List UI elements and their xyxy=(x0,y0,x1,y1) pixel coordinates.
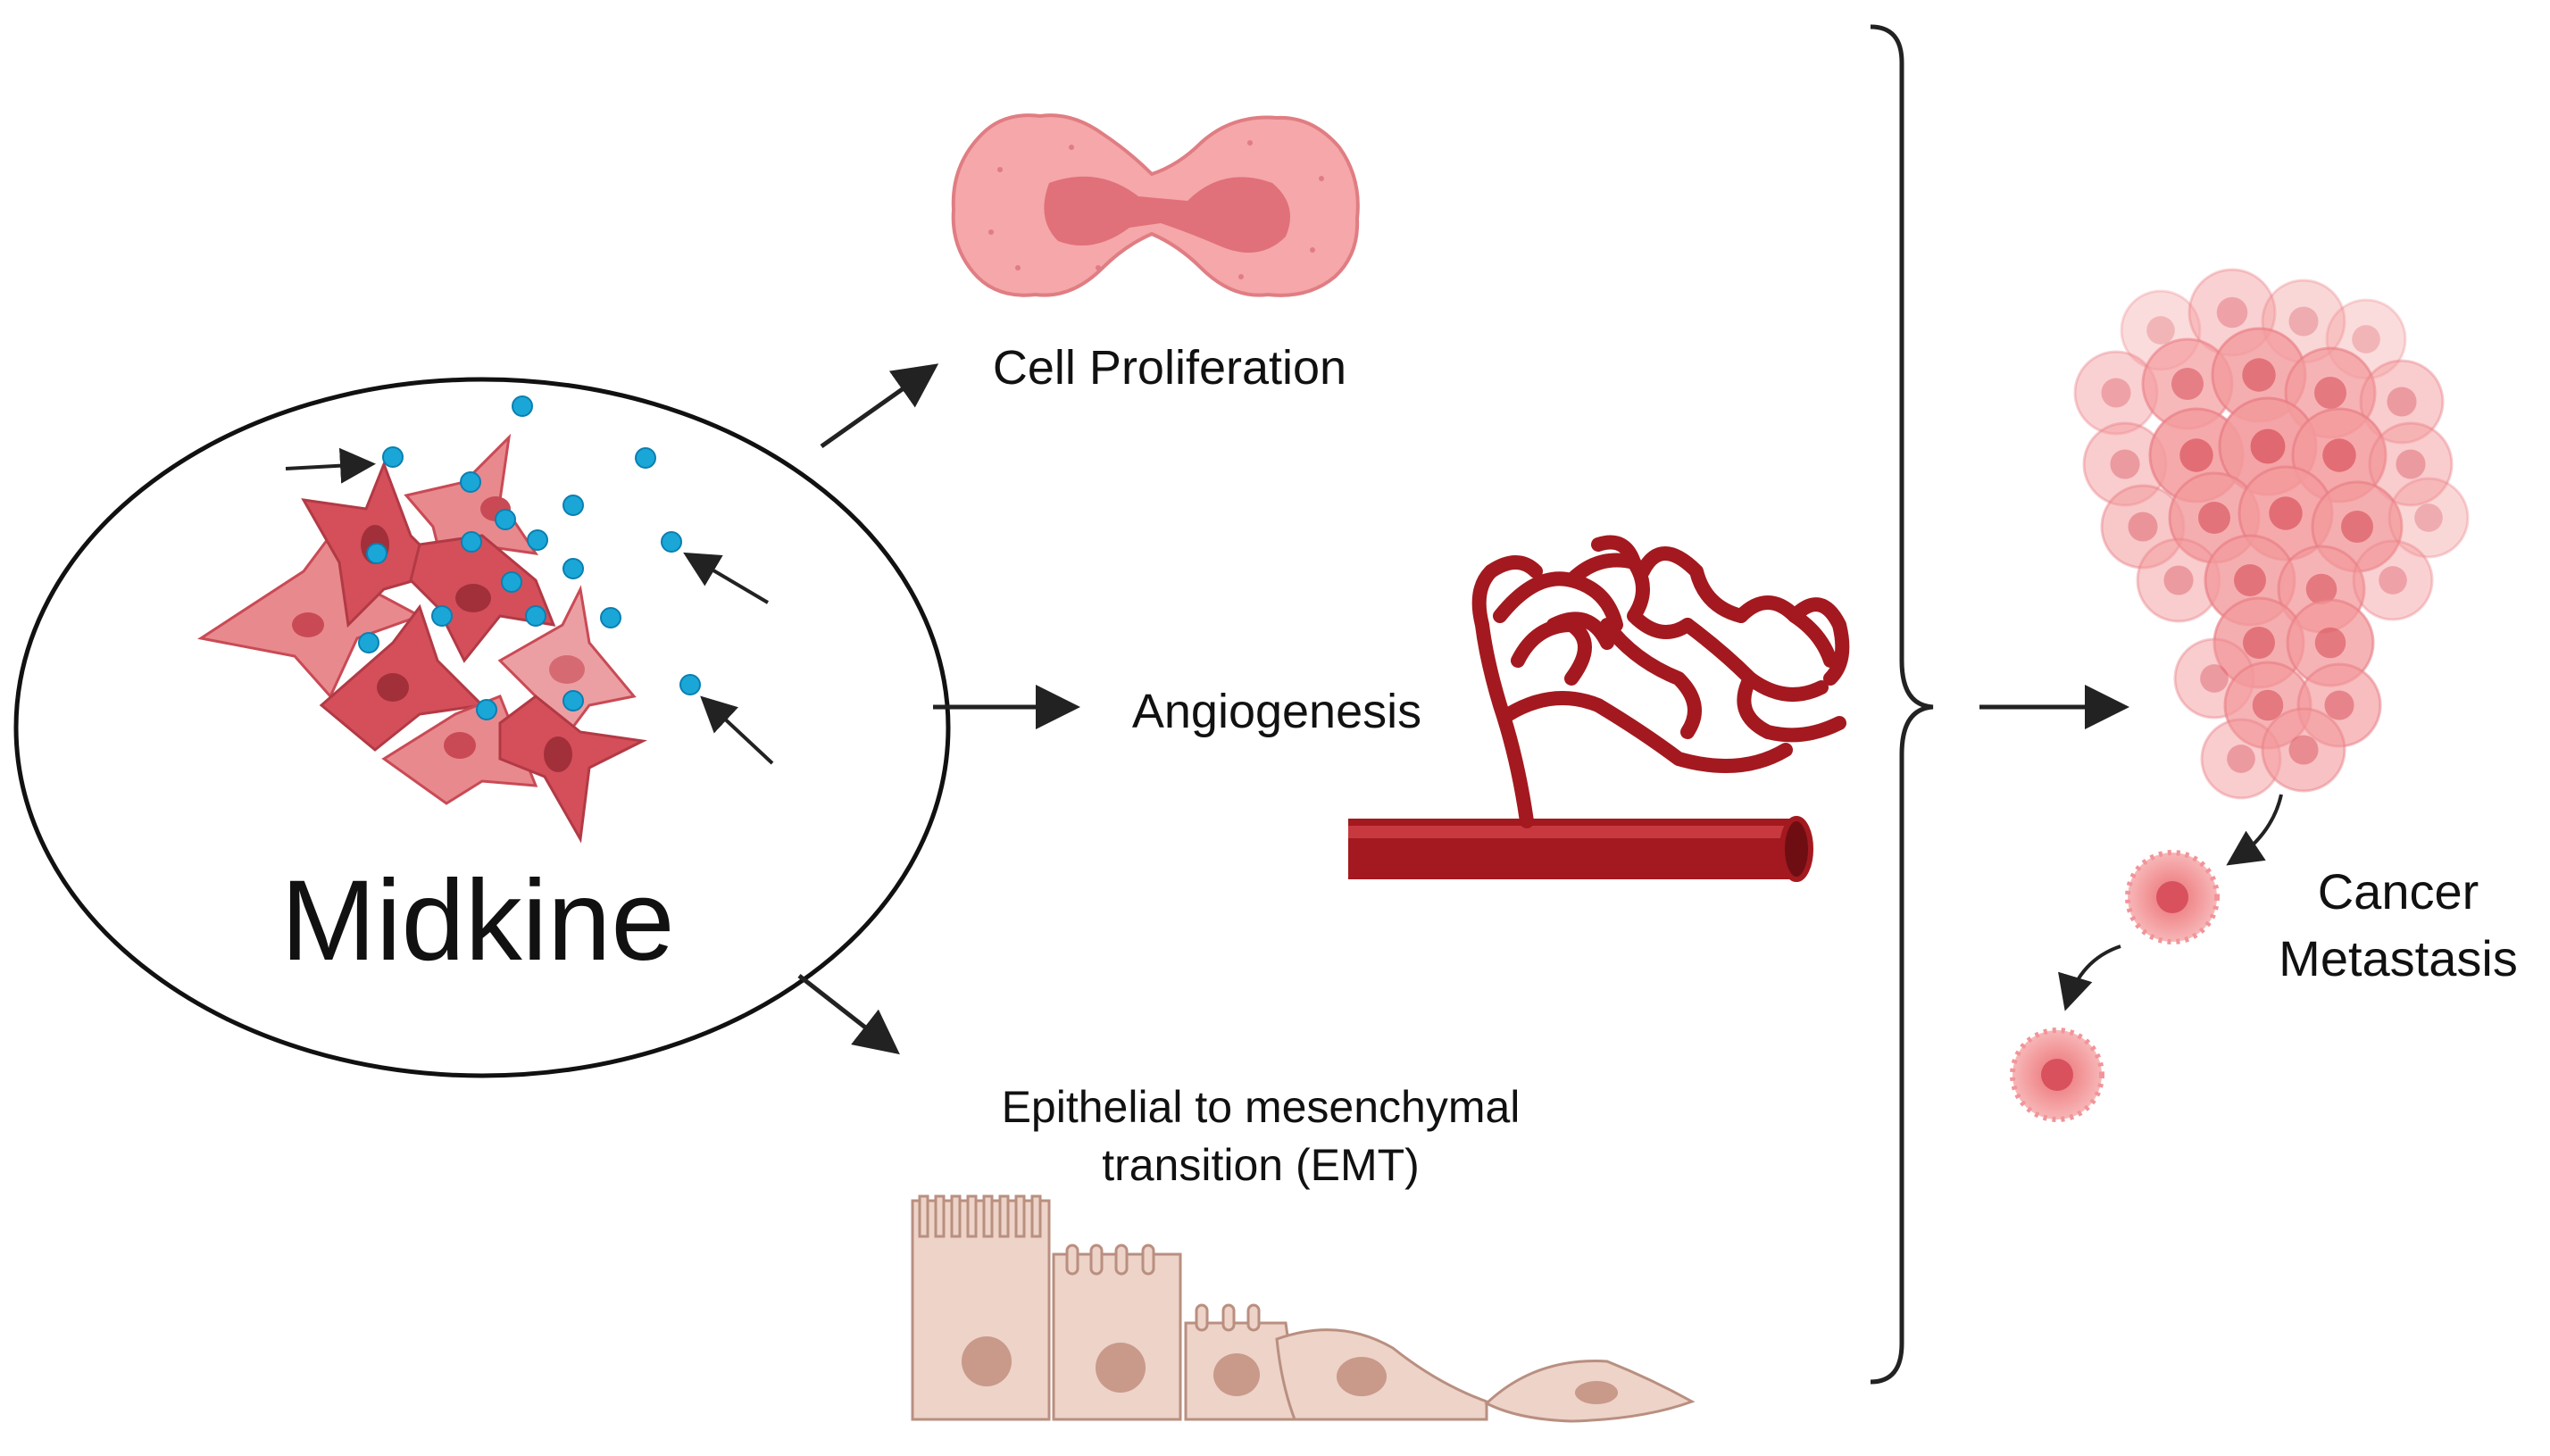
metastatic-cells xyxy=(2010,794,2283,1122)
tumor-cell-nucleus xyxy=(2110,449,2140,479)
tumor-cell-nucleus xyxy=(2324,690,2354,720)
tumor-cell-nucleus xyxy=(2314,377,2346,409)
tumor-cell-nucleus xyxy=(2314,627,2346,659)
molecule-dot xyxy=(366,543,388,564)
tumor-cell-nucleus xyxy=(2250,428,2286,464)
epithelial-cells-icon xyxy=(911,1194,1696,1423)
tumor-cell-nucleus xyxy=(2200,664,2229,693)
molecule-dot xyxy=(501,571,522,593)
molecule-dot xyxy=(600,607,621,628)
tumor-cell-nucleus xyxy=(2305,573,2338,605)
arrow-to-emt xyxy=(797,974,900,1055)
tumor-cell-nucleus xyxy=(2146,316,2175,345)
molecule-dot xyxy=(527,529,548,551)
dividing-cell-icon xyxy=(951,113,1360,297)
proliferation-panel: Cell Proliferation xyxy=(951,113,1360,395)
molecule-dot xyxy=(358,632,379,653)
tumor-cell-nucleus xyxy=(2379,566,2407,595)
tumor-cell-nucleus xyxy=(2216,296,2248,329)
molecule-dot xyxy=(460,471,481,493)
tumor-cell-nucleus xyxy=(2242,358,2276,392)
molecule-dot xyxy=(525,605,546,627)
midkine-molecules xyxy=(358,395,701,720)
tumor-cell-nucleus xyxy=(2341,511,2373,543)
blood-vessel-icon xyxy=(1348,535,1850,882)
molecule-dot xyxy=(461,531,482,553)
fibroblast-cells xyxy=(197,433,647,844)
fibroblast-cell xyxy=(498,695,647,844)
angiogenesis-label: Angiogenesis xyxy=(1132,685,1421,738)
tumor-cell-nucleus xyxy=(2179,438,2213,472)
tumor-cell-nucleus xyxy=(2252,689,2284,721)
molecule-dot xyxy=(476,699,497,720)
curly-brace xyxy=(1870,24,1934,1385)
midkine-label: Midkine xyxy=(280,857,674,985)
angiogenesis-panel: Angiogenesis xyxy=(1132,535,1850,882)
emt-label-line2: transition (EMT) xyxy=(1102,1140,1420,1190)
midkine-panel: Midkine xyxy=(13,377,951,1078)
molecule-dot xyxy=(661,531,682,553)
tumor-cell-nucleus xyxy=(2269,496,2303,530)
arrow-to-proliferation xyxy=(820,363,939,449)
tumor-cell xyxy=(2368,421,2454,507)
molecule-dot xyxy=(431,605,453,627)
tumor-cell xyxy=(2261,707,2346,793)
tumor-cell-nucleus xyxy=(2163,565,2194,595)
tumor-cell-nucleus xyxy=(2396,449,2426,479)
tumor-cell-nucleus xyxy=(2288,306,2319,337)
tumor-cell-nucleus xyxy=(2227,745,2255,773)
inner-arrow xyxy=(700,695,774,765)
molecule-dot xyxy=(562,558,584,579)
molecule-dot xyxy=(679,674,701,695)
tumor-cell-nucleus xyxy=(2198,502,2230,534)
tumor-cell-nucleus xyxy=(2171,368,2204,400)
molecule-dot xyxy=(635,447,656,469)
emt-label-line1: Epithelial to mesenchymal xyxy=(1002,1082,1521,1132)
tumor-cell-nucleus xyxy=(2414,503,2443,532)
molecule-dot xyxy=(512,395,533,417)
metastasis-label-line1: Cancer xyxy=(2318,863,2479,919)
tumor-cell-nucleus xyxy=(2234,564,2266,596)
molecule-dot xyxy=(382,446,404,468)
molecule-dot xyxy=(562,495,584,516)
tumor-cell xyxy=(2352,539,2434,621)
molecule-dot xyxy=(495,509,516,530)
metastasis-label-line2: Metastasis xyxy=(2279,930,2518,986)
tumor-cluster-icon xyxy=(2073,268,2470,800)
inner-arrow xyxy=(285,447,376,484)
tumor-cell-nucleus xyxy=(2387,387,2417,417)
emt-panel: Epithelial to mesenchymal transition (EM… xyxy=(911,1082,1696,1423)
tumor-cell-nucleus xyxy=(2101,378,2131,408)
tumor-cell-nucleus xyxy=(2352,325,2380,354)
inner-arrow xyxy=(683,552,770,604)
proliferation-label: Cell Proliferation xyxy=(993,341,1346,395)
tumor-cell-nucleus xyxy=(2128,512,2158,542)
tumor-cell xyxy=(2388,477,2470,559)
tumor-cell-nucleus xyxy=(2288,735,2319,765)
tumor-cell-nucleus xyxy=(2243,627,2275,659)
tumor-cell-nucleus xyxy=(2322,438,2356,472)
molecule-dot xyxy=(562,690,584,711)
